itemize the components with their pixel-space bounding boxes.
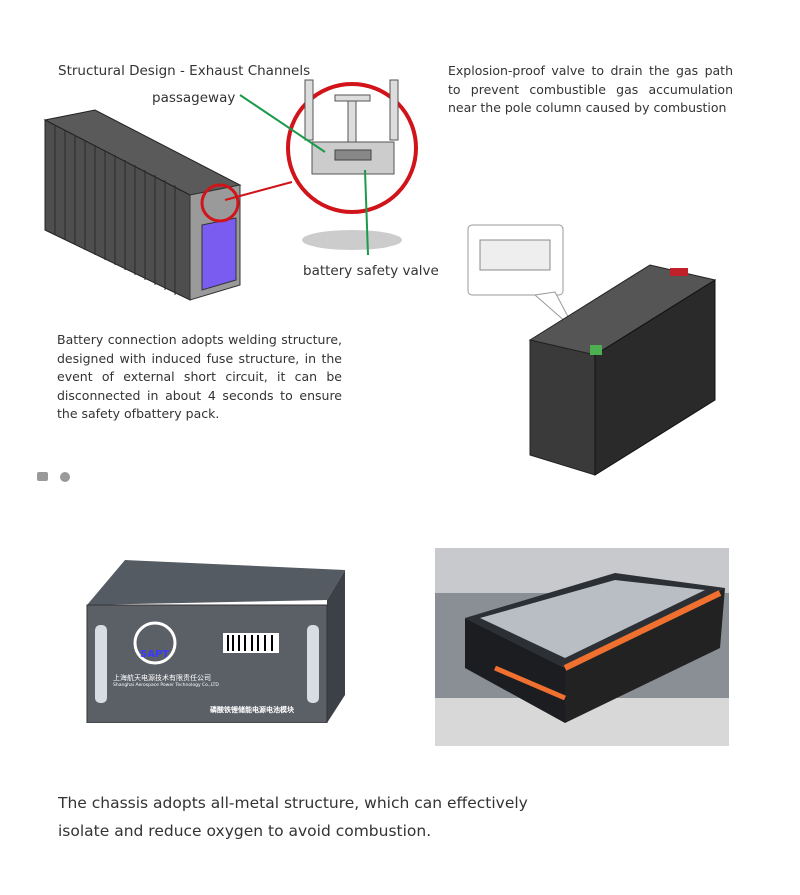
- battery-safety-valve-label: battery safety valve: [303, 263, 439, 279]
- battery-pack-image: [467, 224, 717, 476]
- welding-description: Battery connection adopts welding struct…: [57, 332, 342, 421]
- chassis-description: The chassis adopts all-metal structure, …: [58, 794, 528, 840]
- company-en: Shanghai Aerospace Power Technology Co.,…: [113, 683, 219, 688]
- image-icon[interactable]: [37, 472, 48, 481]
- product-cn: 磷酸铁锂储能电源电池模块: [210, 706, 294, 714]
- section-title: Structural Design - Exhaust Channels: [58, 63, 311, 79]
- company-cn: 上海航天电源技术有限责任公司: [113, 674, 211, 682]
- magnified-valve-diagram: [224, 79, 418, 256]
- valve-description: Explosion-proof valve to drain the gas p…: [448, 63, 733, 115]
- logo-text: SAPT: [140, 649, 170, 660]
- chassis-image: SAPT 上海航天电源技术有限责任公司 Shanghai Aerospace P…: [75, 555, 347, 723]
- more-icon[interactable]: [60, 472, 70, 482]
- battery-module-image: [43, 109, 242, 301]
- passageway-label: passageway: [152, 90, 236, 106]
- battery-chassis-photo: [435, 548, 729, 746]
